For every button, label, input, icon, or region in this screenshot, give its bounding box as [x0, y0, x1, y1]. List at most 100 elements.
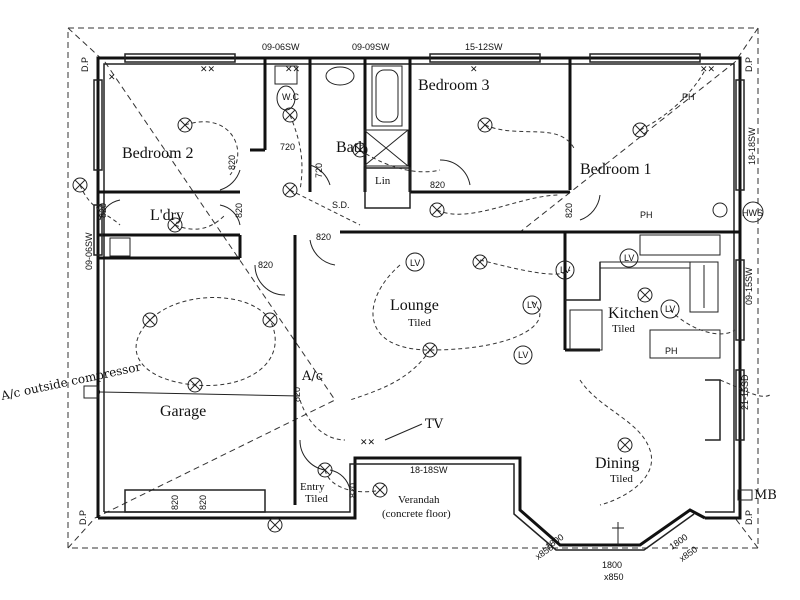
- kitchen-bench: [565, 262, 721, 545]
- room-wc: W.C: [282, 92, 299, 102]
- room-verandah: Verandah: [398, 494, 440, 506]
- meter-box-icon: [737, 489, 753, 501]
- downpipe-label: D.P: [744, 57, 754, 72]
- light-icon: [142, 312, 158, 328]
- svg-text:✕✕: ✕✕: [700, 64, 715, 74]
- room-lounge: Lounge: [390, 297, 439, 314]
- room-bedroom-3: Bedroom 3: [418, 77, 490, 94]
- aircon-duct: [99, 391, 301, 397]
- room-labels: Bedroom 2 Bedroom 3 Bedroom 1 Bath W.C L…: [122, 77, 659, 520]
- door-width-label: 820: [348, 483, 358, 498]
- window-label: 09-15SW: [744, 267, 754, 305]
- door-width-label: 820: [430, 180, 445, 190]
- lv-label: LV: [665, 304, 675, 314]
- door-width-label: 820: [198, 495, 208, 510]
- light-icon: [72, 177, 88, 193]
- door-width-label: 820: [227, 155, 237, 170]
- verandah-floor: (concrete floor): [382, 508, 451, 520]
- room-dining: Dining: [595, 455, 639, 472]
- lv-label: LV: [518, 350, 528, 360]
- lv-label: LV: [560, 265, 570, 275]
- power-head-label: PH: [682, 92, 695, 102]
- compressor-icon: [83, 385, 99, 399]
- svg-text:✕✕: ✕✕: [360, 437, 375, 447]
- window-label: 21-15SD: [740, 374, 750, 410]
- fixtures: [109, 65, 721, 359]
- room-kitchen: Kitchen: [608, 305, 659, 322]
- light-icon: [352, 142, 368, 158]
- bay-dim: 1800: [602, 560, 622, 570]
- light-icon: [262, 312, 278, 328]
- light-fittings: [72, 107, 728, 533]
- room-bath: Bath: [336, 139, 366, 156]
- door-width-label: 820: [98, 203, 108, 218]
- window-label: 09-06SW: [84, 232, 94, 270]
- hot-water-label: HWS: [742, 208, 763, 218]
- light-icon: [372, 482, 388, 498]
- door-width-label: 820: [292, 387, 302, 402]
- tv-label: TV: [425, 417, 444, 432]
- window-label: 18-18SW: [747, 127, 757, 165]
- wiring: [79, 69, 771, 506]
- kitchen-floor: Tiled: [612, 323, 635, 335]
- light-icon: [632, 122, 648, 138]
- lv-label: LV: [527, 300, 537, 310]
- room-bedroom-1: Bedroom 1: [580, 161, 652, 178]
- light-icon: [267, 517, 283, 533]
- room-bedroom-2: Bedroom 2: [122, 145, 194, 162]
- light-icon: [317, 462, 333, 478]
- light-icon: [712, 202, 728, 218]
- lounge-floor: Tiled: [408, 317, 431, 329]
- power-points: ✕✕ ✕✕ ✕ ✕✕ ✕ ✕✕: [108, 64, 715, 447]
- downpipe-label: D.P: [78, 510, 88, 525]
- light-icon: [282, 182, 298, 198]
- bay-dim: x850: [604, 572, 624, 582]
- light-icon: [187, 377, 203, 393]
- door-width-label: 820: [170, 495, 180, 510]
- light-icon: [177, 117, 193, 133]
- downpipe-label: D.P: [744, 510, 754, 525]
- door-width-label: 820: [234, 203, 244, 218]
- door-labels: 720 720 820 820 820 820 820 820 820 820 …: [98, 142, 574, 510]
- window-marks: [93, 53, 745, 513]
- low-voltage-lights: [405, 248, 680, 365]
- hot-water-icon: [742, 201, 764, 223]
- light-icon: [477, 117, 493, 133]
- window-label: 18-18SW: [410, 465, 448, 475]
- svg-text:✕✕: ✕✕: [285, 64, 300, 74]
- light-icon: [472, 254, 488, 270]
- bay-dim: x850: [677, 544, 699, 563]
- svg-text:✕: ✕: [470, 64, 478, 74]
- outside-compressor-label: A/c outside compressor: [0, 360, 142, 404]
- svg-text:✕✕: ✕✕: [200, 64, 215, 74]
- window-label: 09-06SW: [262, 42, 300, 52]
- tv-pointer: [384, 423, 423, 441]
- room-laundry: L'dry: [150, 207, 184, 224]
- room-garage: Garage: [160, 403, 206, 420]
- smoke-detector-label: S.D.: [332, 200, 350, 210]
- door-width-label: 820: [564, 203, 574, 218]
- entry-floor: Tiled: [305, 493, 328, 505]
- lv-label: LV: [624, 253, 634, 263]
- power-head-label: PH: [665, 346, 678, 356]
- door-width-label: 720: [314, 163, 324, 178]
- window-label: 09-09SW: [352, 42, 390, 52]
- light-icon: [429, 202, 445, 218]
- door-width-label: 720: [280, 142, 295, 152]
- downpipe-label: D.P: [80, 57, 90, 72]
- door-width-label: 820: [258, 260, 273, 270]
- svg-text:✕: ✕: [108, 72, 116, 82]
- light-icon: [422, 342, 438, 358]
- light-icon: [617, 437, 633, 453]
- internal-walls: [98, 58, 740, 505]
- room-linen: Lin: [375, 175, 391, 187]
- fixture-labels: S.D. HWS PH PH PH TV A/c MB LV LV LV LV …: [0, 57, 777, 525]
- bay-window-labels: 1800 x850 1800 x850 1800 x850: [533, 532, 699, 582]
- light-icon: [167, 217, 183, 233]
- meter-box-label: MB: [754, 488, 777, 503]
- power-head-label: PH: [640, 210, 653, 220]
- aircon-label: A/c: [301, 369, 323, 384]
- dining-floor: Tiled: [610, 473, 633, 485]
- lv-label: LV: [410, 258, 420, 268]
